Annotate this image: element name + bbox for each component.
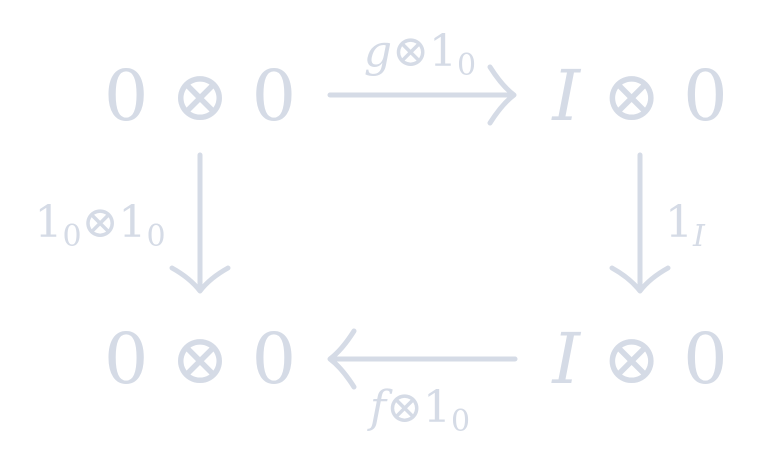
node-top-right: I ⊗ 0 — [550, 55, 727, 137]
arrow-top-head — [487, 64, 517, 126]
node-top-right-rest: ⊗ 0 — [580, 55, 728, 137]
arrow-top — [327, 64, 517, 126]
arrow-top-label-op: ⊗1 — [392, 26, 457, 77]
arrow-right-label-base: 1 — [665, 197, 693, 248]
node-bottom-right: I ⊗ 0 — [550, 318, 727, 400]
arrow-left-label: 10⊗10 — [34, 197, 165, 254]
arrow-left-label-base: 1 — [34, 197, 62, 248]
node-bottom-right-rest: ⊗ 0 — [580, 318, 728, 400]
arrow-right — [609, 152, 671, 294]
arrow-bottom — [327, 328, 518, 390]
node-top-left: 0 ⊗ 0 — [104, 55, 296, 137]
arrow-top-label-sub: 0 — [457, 48, 476, 83]
arrow-right-label: 1I — [665, 197, 706, 254]
arrow-bottom-label-op: ⊗1 — [386, 382, 451, 433]
arrow-bottom-label-sub: 0 — [451, 404, 470, 439]
arrow-left-label-op: ⊗1 — [82, 197, 147, 248]
arrow-right-label-sub: I — [692, 219, 706, 254]
arrow-left-label-sub2: 0 — [146, 219, 165, 254]
arrow-left — [169, 152, 231, 294]
arrow-bottom-label: f⊗10 — [367, 382, 470, 439]
node-bottom-right-variable: I — [550, 318, 581, 400]
arrow-left-head — [169, 265, 231, 294]
node-bottom-left: 0 ⊗ 0 — [104, 318, 296, 400]
node-top-right-variable: I — [550, 55, 581, 137]
arrow-right-head — [609, 265, 671, 294]
arrow-top-label: g⊗10 — [364, 26, 476, 83]
arrow-bottom-head — [327, 328, 357, 390]
arrow-left-label-sub1: 0 — [62, 219, 81, 254]
arrow-top-label-var: g — [364, 26, 392, 77]
